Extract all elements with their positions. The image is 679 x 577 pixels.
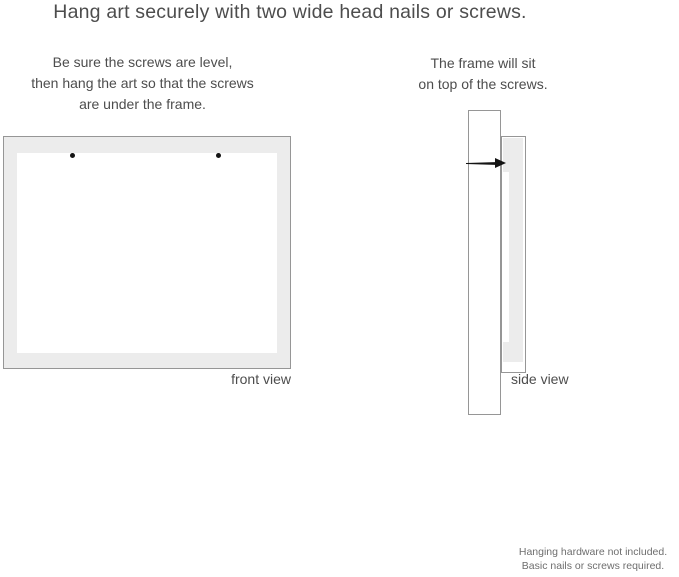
side-instructions-line-1: The frame will sit [430, 55, 536, 71]
right-nail-head-icon [216, 153, 221, 158]
footnote-line-2: Basic nails or screws required. [521, 560, 665, 572]
footnote-line-1: Hanging hardware not included. [518, 546, 668, 558]
hardware-footnote: Hanging hardware not included. Basic nai… [507, 545, 679, 573]
front-instructions-line-2: then hang the art so that the screws [31, 75, 254, 91]
side-view-wall [468, 110, 501, 415]
front-view-instructions: Be sure the screws are level, then hang … [10, 52, 275, 115]
screw-head-icon [495, 158, 506, 168]
page-title: Hang art securely with two wide head nai… [53, 1, 527, 23]
front-instructions-line-3: are under the frame. [79, 96, 206, 112]
side-view-artwork-window [502, 172, 509, 342]
front-view-frame [3, 136, 291, 369]
side-view-instructions: The frame will sit on top of the screws. [393, 53, 573, 95]
front-view-artwork [17, 153, 277, 353]
side-view-label: side view [511, 371, 569, 387]
left-nail-head-icon [70, 153, 75, 158]
side-instructions-line-2: on top of the screws. [418, 76, 548, 92]
front-instructions-line-1: Be sure the screws are level, [52, 54, 233, 70]
front-view-label: front view [231, 371, 291, 387]
screw-shaft-icon [466, 162, 499, 165]
side-view-artwork [501, 136, 526, 373]
